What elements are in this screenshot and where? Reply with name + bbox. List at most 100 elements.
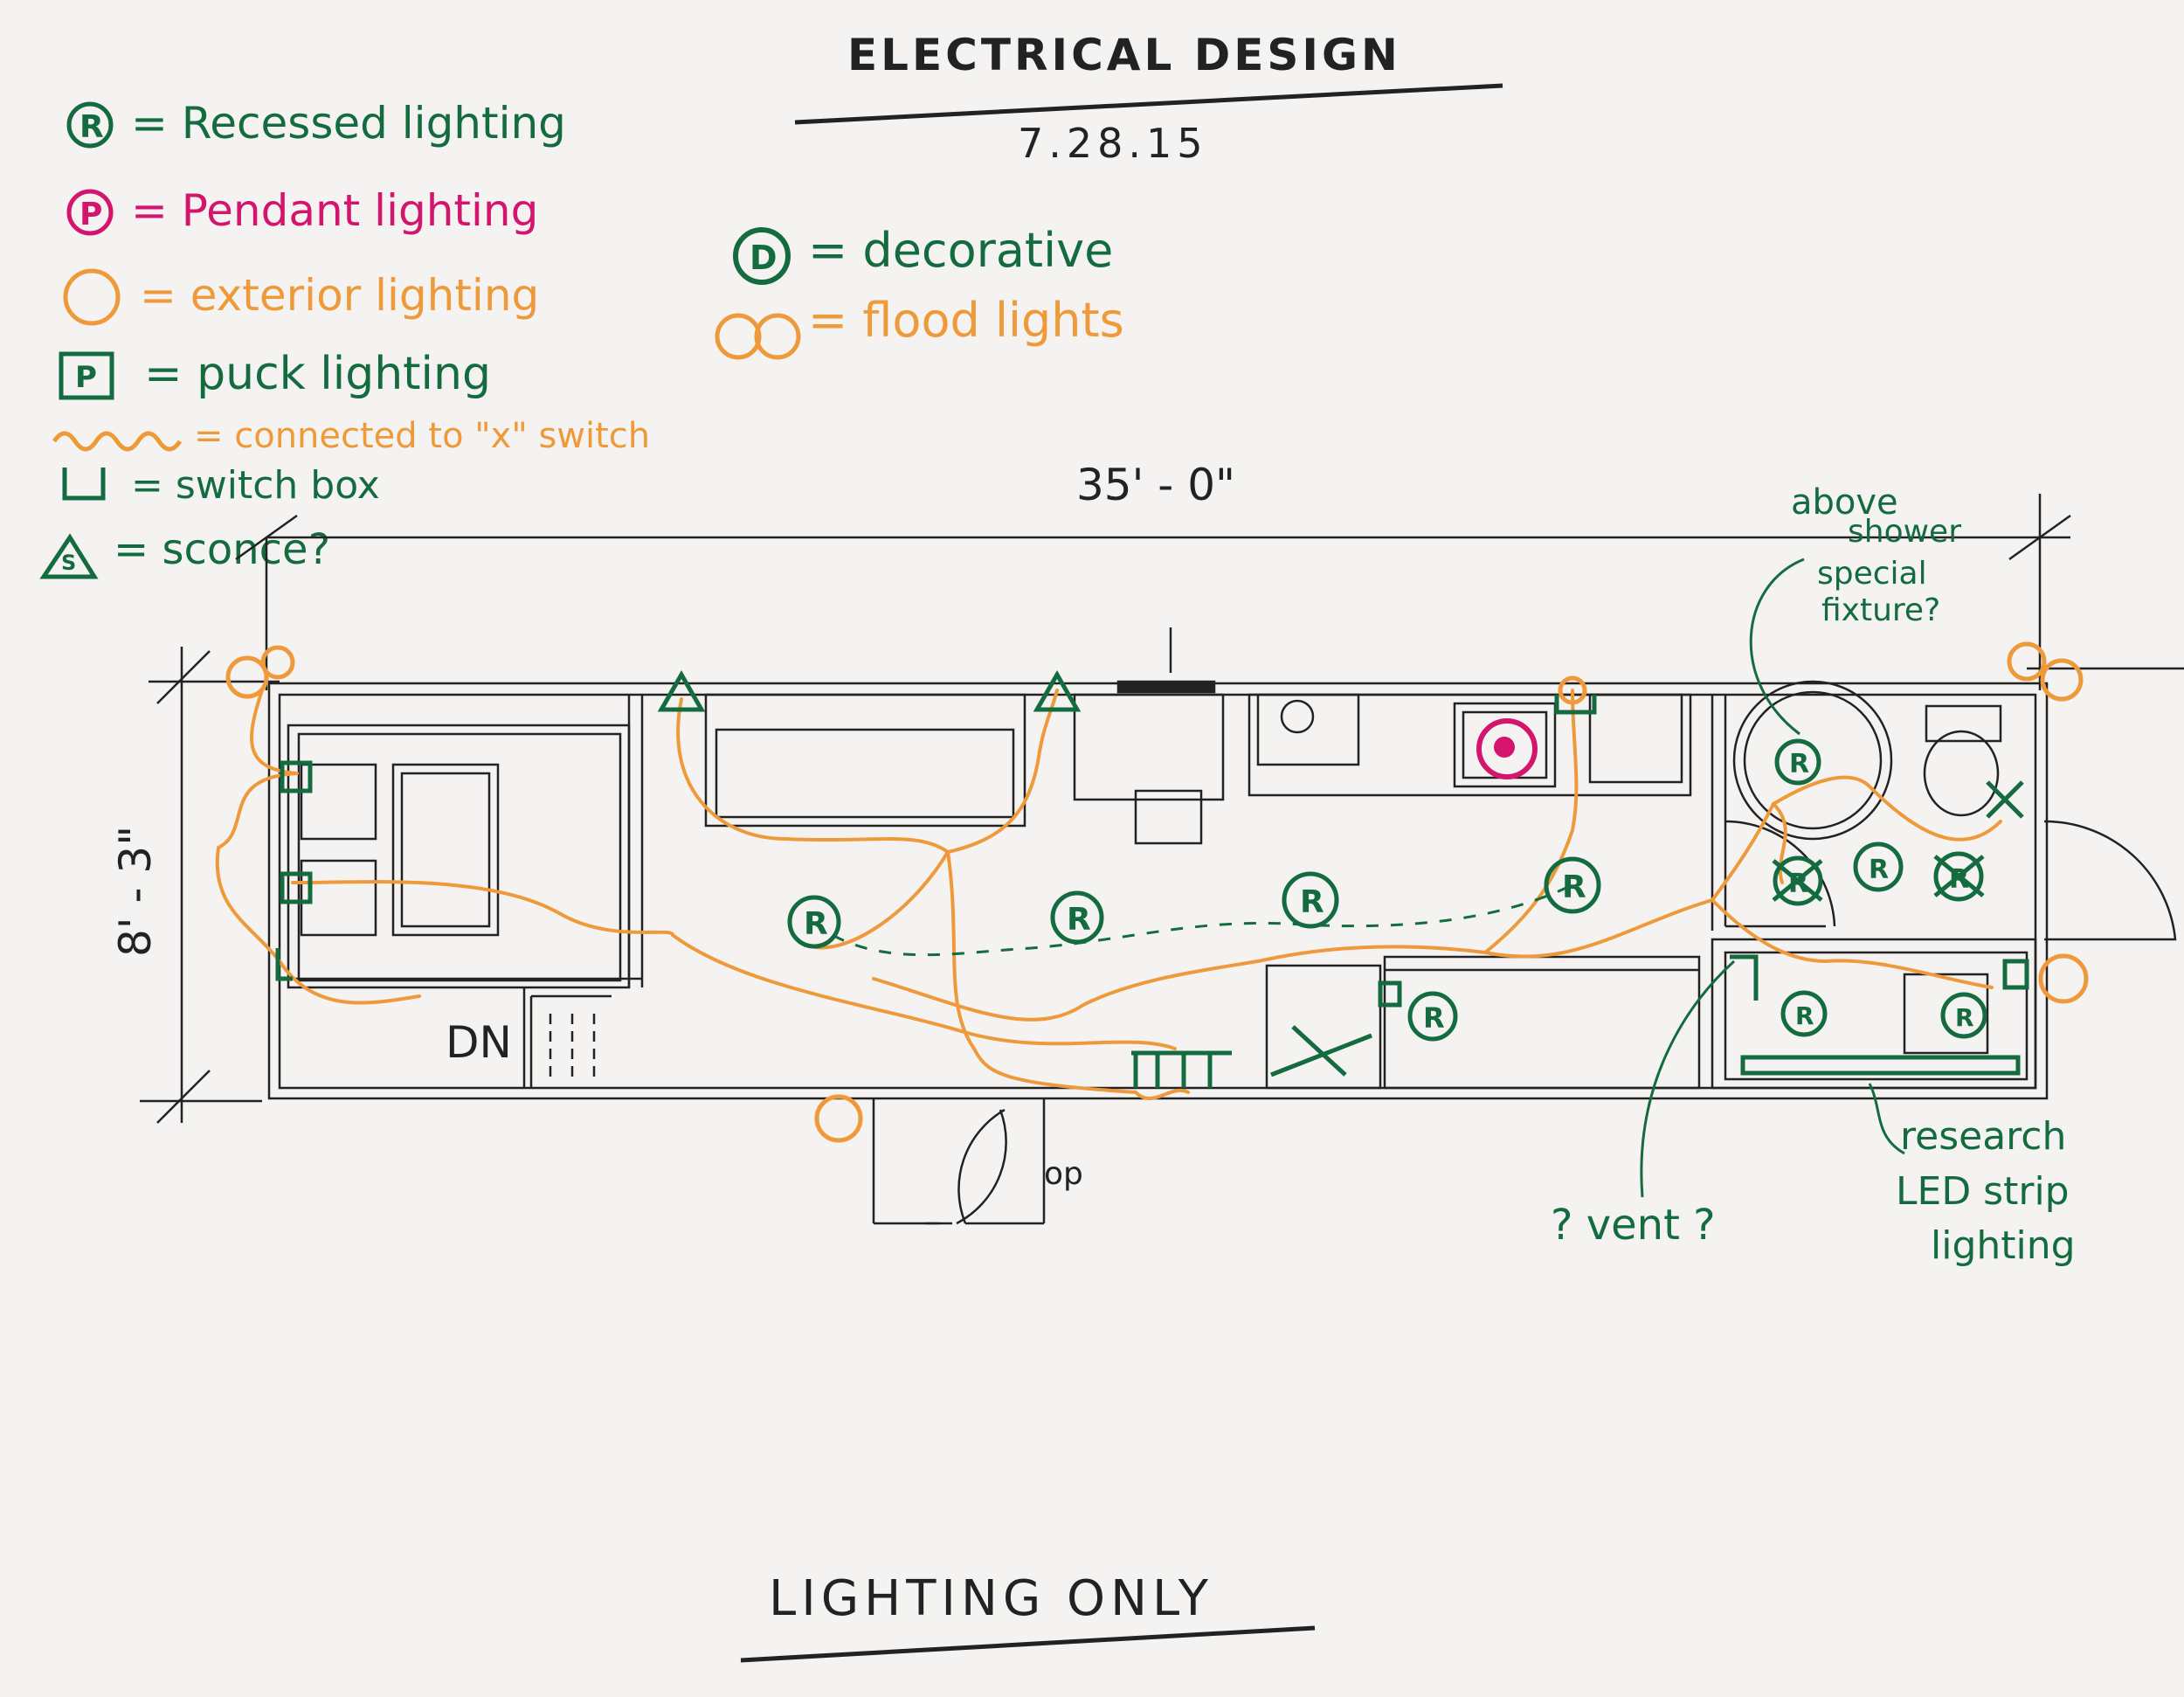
puck-light-upper (280, 760, 313, 793)
lower-cabinet (1265, 964, 1382, 1090)
footer-title: LIGHTING ONLY (769, 1570, 1213, 1627)
sconce-left (657, 669, 706, 712)
recessed-light-bath-right: R (1933, 851, 1985, 902)
legend-switchbox-symbol (62, 468, 106, 501)
wiring-paths (215, 689, 2002, 1100)
recessed-light-5: R (1407, 991, 1458, 1042)
legend-squiggle-text: = connected to "x" switch (194, 416, 650, 456)
switch-box-bedroom (275, 948, 293, 981)
recessed-light-storage-right: R (1940, 992, 1987, 1039)
recessed-light-1: R (787, 895, 841, 949)
led-strip (1740, 1055, 2021, 1076)
led-note: research LED strip lighting (1896, 1114, 2076, 1268)
switch-box-kitchen (1554, 695, 1597, 715)
led-note-leader (1868, 1083, 1905, 1155)
recessed-light-1-letter: R (804, 906, 828, 942)
toilet-bowl (1923, 730, 2000, 817)
legend-sconce-letter: S (61, 551, 76, 575)
exterior-light-nw-b (260, 645, 295, 680)
plan-date: 7.28.15 (1018, 120, 1208, 167)
wire-kitchen (1483, 689, 1579, 954)
legend-puck-text: = puck lighting (144, 348, 491, 400)
svg-text:fixture?: fixture? (1821, 592, 1940, 628)
front-door-swing-left (956, 1109, 1007, 1225)
stairs-label: DN (446, 1017, 512, 1068)
legend-decorative-symbol (733, 227, 791, 285)
recessed-light-shower-letter: R (1789, 749, 1809, 779)
exterior-light-nw-a (225, 655, 269, 699)
svg-text:lighting: lighting (1931, 1223, 2076, 1268)
recessed-light-bath-center-letter: R (1869, 855, 1889, 885)
pendant-light-sink (1476, 718, 1538, 779)
legend-recessed-text: = Recessed lighting (131, 98, 566, 149)
wire-sconce-left (676, 697, 950, 854)
exterior-lights (225, 641, 2089, 1143)
recessed-light-4: R (1544, 856, 1601, 914)
dimension-lines (140, 494, 2184, 1124)
legend-flood-symbol-right (754, 313, 801, 360)
recessed-light-bath-left: R (1772, 855, 1823, 906)
plan-title: ELECTRICAL DESIGN (847, 30, 1401, 80)
exterior-light-door (1558, 675, 1587, 705)
svg-text:research: research (1900, 1114, 2066, 1159)
legend-exterior-symbol (63, 268, 121, 326)
toilet-tank (1925, 704, 2002, 743)
kitchen-sink (1453, 702, 1557, 788)
door-label: op (1044, 1156, 1083, 1192)
exterior-light-east (2038, 953, 2089, 1004)
svg-text:shower: shower (1848, 514, 1961, 550)
sconce-right (1033, 669, 1082, 712)
legend-exterior-text: = exterior lighting (140, 270, 539, 321)
legend-sconce-symbol (39, 533, 99, 579)
wire-bath (1772, 775, 2002, 842)
switch-box-bath (1730, 954, 1759, 1001)
legend-decorative-letter: D (750, 239, 778, 277)
recessed-light-storage-left-letter: R (1795, 1001, 1814, 1030)
floor-plan (267, 680, 2177, 1225)
removed-fixture-toilet (1986, 780, 2024, 819)
legend-switchbox-text: = switch box (131, 463, 380, 508)
desk (1073, 693, 1225, 801)
title-underline (794, 83, 1503, 125)
front-door-swing-right (957, 1108, 1006, 1224)
svg-text:LED strip: LED strip (1896, 1169, 2070, 1214)
fixtures (275, 558, 2029, 1198)
kitchen-counter (1248, 693, 1692, 797)
legend-pendant-text: = Pendant lighting (131, 185, 538, 236)
legend-flood-text: = flood lights (808, 293, 1124, 348)
recessed-light-shower: R (1774, 738, 1821, 786)
legend-flood-symbol-left (715, 313, 762, 360)
exterior-light-front (814, 1094, 863, 1143)
legend-puck-symbol (59, 351, 114, 400)
recessed-light-3-letter: R (1300, 884, 1324, 920)
vent-note: ? vent ? (1551, 1201, 1716, 1250)
plan-outer-wall (267, 682, 2049, 1100)
wire-bedroom-left (215, 772, 299, 963)
legend-puck-letter: P (75, 360, 97, 395)
recessed-light-storage-left: R (1780, 990, 1828, 1037)
switch-box-storage (2002, 959, 2029, 990)
shower (1732, 680, 1893, 841)
storage-closet (1711, 938, 2037, 1090)
svg-text:above: above (1791, 482, 1898, 523)
removed-fixture-cabinet (1270, 1025, 1372, 1077)
legend-decorative-text: = decorative (808, 223, 1113, 278)
recessed-light-bath-center: R (1853, 842, 1904, 892)
svg-text:special: special (1817, 556, 1927, 592)
recessed-fixtures: R R R R R R R R (787, 738, 1987, 1042)
legend-pendant-symbol (66, 189, 114, 236)
legend-recessed-symbol (66, 101, 114, 149)
exterior-light-ne-b (2040, 658, 2084, 702)
legend-sconce-text: = sconce? (114, 525, 330, 574)
shower-note-leader (1749, 558, 1805, 736)
bathroom-door-swing (2043, 820, 2177, 941)
footer-underline (740, 1625, 1316, 1663)
recessed-light-4-letter: R (1562, 869, 1586, 905)
plan-inner-wall (278, 693, 2037, 1090)
recessed-light-2-letter: R (1067, 902, 1091, 938)
bed-pillow-area (391, 763, 500, 937)
shower-note: above shower special fixture? (1791, 482, 1961, 628)
recessed-circuit-dashed (812, 885, 1569, 957)
recessed-light-storage-right-letter: R (1955, 1003, 1974, 1032)
